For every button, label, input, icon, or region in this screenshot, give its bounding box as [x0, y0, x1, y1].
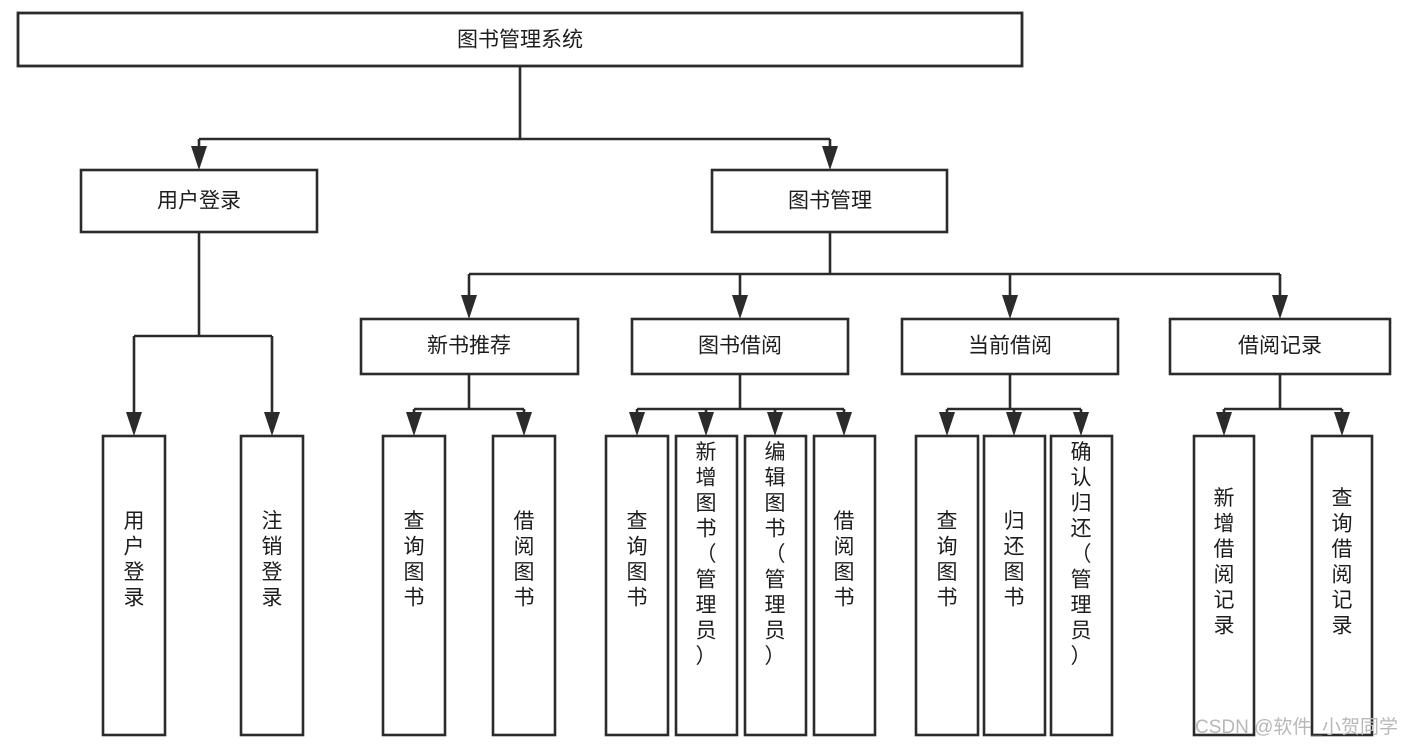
node-leaf-query-book-recommend[interactable]: 查询图书: [381, 434, 447, 737]
node-label: 查询借阅记录: [1332, 487, 1353, 638]
node-borrow-record[interactable]: 借阅记录: [1168, 317, 1392, 376]
node-box: [710, 168, 949, 234]
connector-group-current-borrow: [939, 374, 1089, 436]
arrow-head-icon: [1334, 412, 1350, 436]
arrow-head-icon: [629, 412, 645, 436]
node-root-system[interactable]: 图书管理系统: [16, 11, 1024, 68]
node-leaf-return-book[interactable]: 归还图书: [982, 434, 1047, 737]
node-label: 借阅图书: [514, 510, 535, 610]
connector-group-new-books: [406, 374, 532, 436]
node-label: 用户登录: [157, 190, 241, 213]
node-user-login[interactable]: 用户登录: [79, 168, 319, 234]
arrow-head-icon: [1073, 412, 1089, 436]
arrow-head-icon: [939, 412, 955, 436]
connector-group-book-borrow: [629, 374, 852, 436]
connector-group-user-login: [126, 232, 280, 436]
node-current-borrow[interactable]: 当前借阅: [900, 317, 1120, 376]
node-leaf-add-book-admin[interactable]: 新增图书（管理员）: [674, 434, 739, 737]
node-box: [1168, 317, 1392, 376]
node-leaf-query-book-current[interactable]: 查询图书: [914, 434, 980, 737]
node-label: 当前借阅: [968, 335, 1052, 358]
node-label: 借阅图书: [834, 510, 855, 610]
node-leaf-user-login[interactable]: 用户登录: [101, 434, 167, 737]
node-book-borrow[interactable]: 图书借阅: [630, 317, 850, 376]
connector-group-root: [191, 66, 838, 170]
watermark-label: CSDN @软件_小贺同学: [1195, 716, 1398, 738]
connector-group-borrow-record: [1216, 374, 1350, 436]
arrow-head-icon: [461, 295, 477, 319]
arrow-head-icon: [732, 295, 748, 319]
node-label: 图书借阅: [698, 335, 782, 358]
node-box: [239, 434, 305, 737]
node-box: [914, 434, 980, 737]
arrow-head-icon: [1006, 412, 1022, 436]
node-box: [982, 434, 1047, 737]
node-leaf-add-borrow-record[interactable]: 新增借阅记录: [1192, 434, 1256, 737]
node-box: [1049, 434, 1114, 737]
node-book-management[interactable]: 图书管理: [710, 168, 949, 234]
node-label: 借阅记录: [1238, 335, 1322, 358]
node-box: [630, 317, 850, 376]
arrow-head-icon: [698, 412, 714, 436]
node-leaf-logout[interactable]: 注销登录: [239, 434, 305, 737]
node-label: 查询图书: [937, 510, 958, 610]
arrow-head-icon: [264, 412, 280, 436]
node-leaf-borrow-book[interactable]: 借阅图书: [812, 434, 877, 737]
node-box: [674, 434, 739, 737]
arrow-head-icon: [1216, 412, 1232, 436]
node-box: [604, 434, 670, 737]
node-leaf-query-borrow-record[interactable]: 查询借阅记录: [1310, 434, 1374, 737]
node-label: 新增借阅记录: [1214, 487, 1235, 638]
node-box: [381, 434, 447, 737]
arrow-head-icon: [836, 412, 852, 436]
node-label: 编辑图书（管理员）: [765, 441, 786, 668]
node-label: 图书管理系统: [457, 29, 583, 52]
node-box: [1192, 434, 1256, 737]
arrow-head-icon: [126, 412, 142, 436]
node-label: 新书推荐: [427, 335, 511, 358]
node-box: [743, 434, 808, 737]
node-label: 用户登录: [124, 510, 145, 610]
node-new-book-recommend[interactable]: 新书推荐: [359, 317, 580, 376]
node-box: [812, 434, 877, 737]
node-label: 归还图书: [1004, 510, 1025, 610]
node-label: 查询图书: [404, 510, 425, 610]
arrow-head-icon: [767, 412, 783, 436]
arrow-head-icon: [406, 412, 422, 436]
node-label: 注销登录: [262, 510, 283, 610]
node-label: 查询图书: [627, 510, 648, 610]
node-box: [79, 168, 319, 234]
connector-group-book-mgmt: [461, 232, 1288, 319]
node-label: 图书管理: [788, 190, 872, 213]
arrow-head-icon: [1272, 295, 1288, 319]
arrow-head-icon: [822, 146, 838, 170]
node-box: [101, 434, 167, 737]
node-box: [16, 11, 1024, 68]
node-leaf-confirm-return-admin[interactable]: 确认归还（管理员）: [1049, 434, 1114, 737]
arrow-head-icon: [191, 146, 207, 170]
node-label: 确认归还（管理员）: [1071, 441, 1092, 668]
node-box: [900, 317, 1120, 376]
arrow-head-icon: [516, 412, 532, 436]
node-leaf-borrow-book-recommend[interactable]: 借阅图书: [491, 434, 557, 737]
arrow-head-icon: [1002, 295, 1018, 319]
node-box: [359, 317, 580, 376]
node-box: [1310, 434, 1374, 737]
node-label: 新增图书（管理员）: [696, 441, 717, 668]
node-leaf-query-book-borrow[interactable]: 查询图书: [604, 434, 670, 737]
node-leaf-edit-book-admin[interactable]: 编辑图书（管理员）: [743, 434, 808, 737]
node-box: [491, 434, 557, 737]
